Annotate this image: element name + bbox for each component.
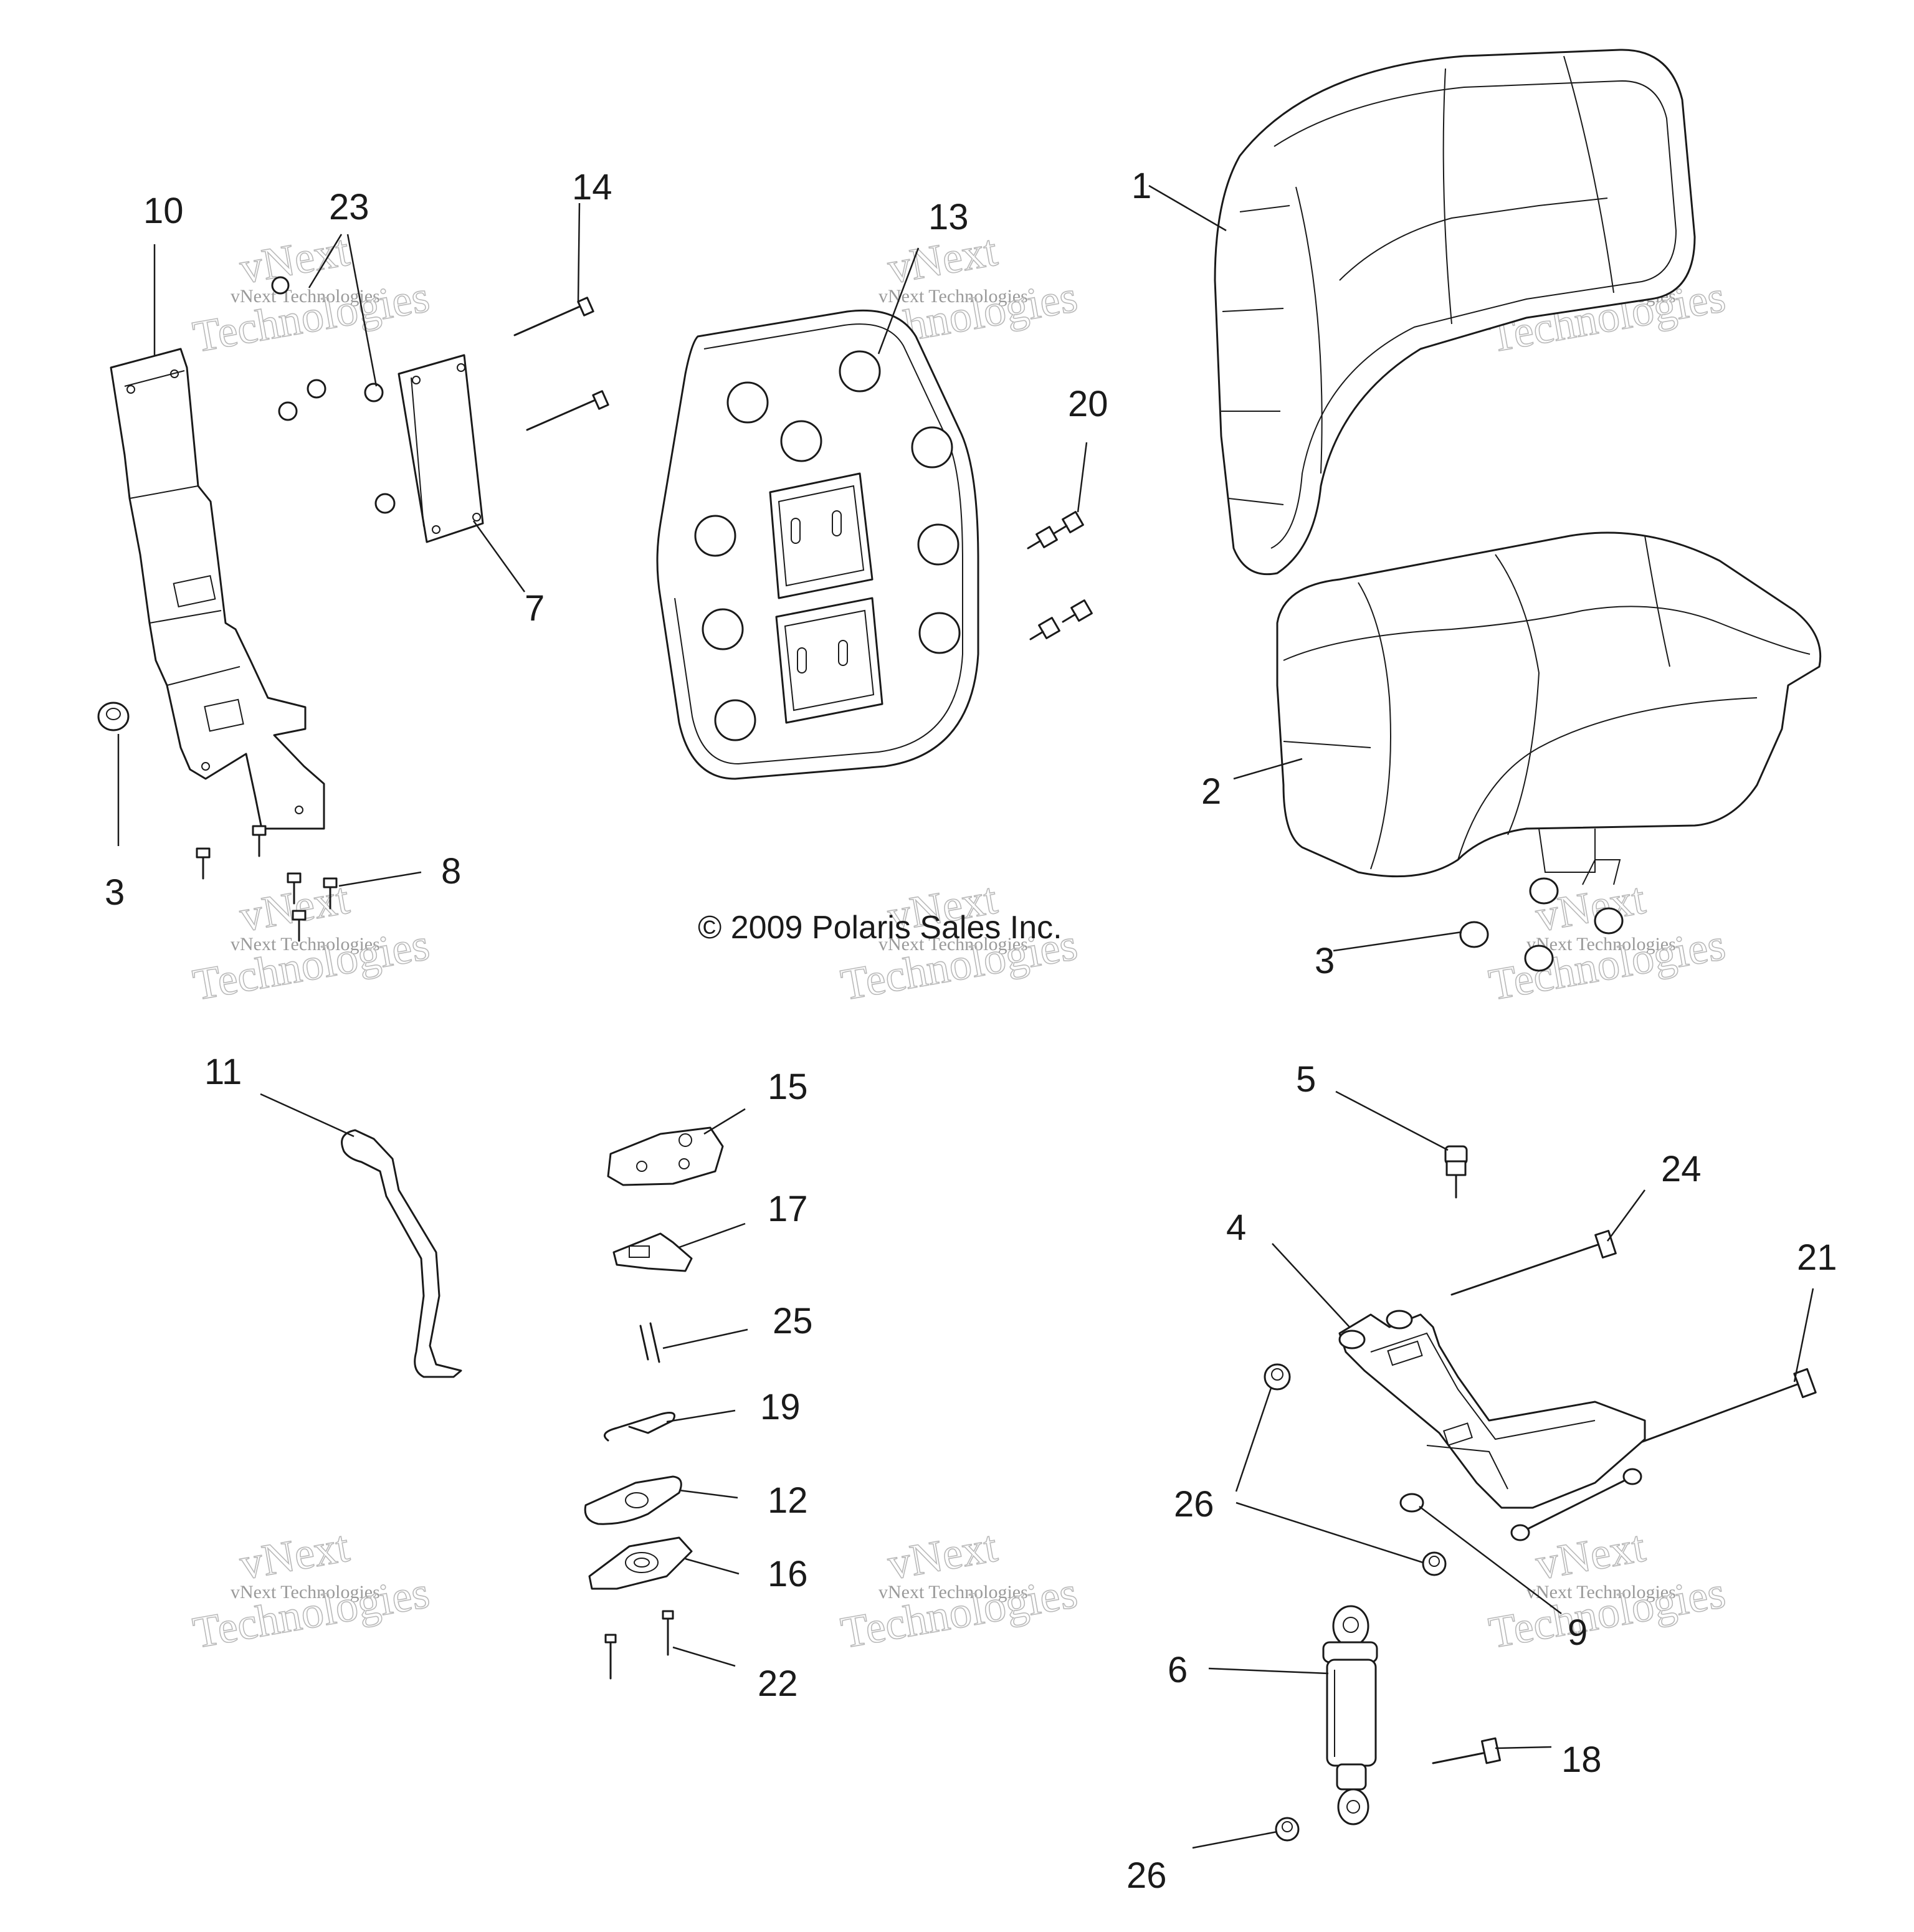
callout-8: 8 bbox=[441, 851, 461, 892]
watermark-line2: vNext Technologies bbox=[1526, 934, 1676, 954]
watermark-line2: vNext Technologies bbox=[878, 1582, 1028, 1602]
watermark-line3: Technologies bbox=[1485, 1567, 1729, 1657]
callout-14: 14 bbox=[572, 167, 612, 207]
nut-icon bbox=[271, 276, 290, 295]
part-3-grommets bbox=[97, 702, 1624, 972]
callout-20: 20 bbox=[1068, 384, 1108, 424]
part-1-seat-back bbox=[1214, 49, 1696, 576]
nut-icon bbox=[307, 379, 326, 399]
copyright-notice: © 2009 Polaris Sales Inc. bbox=[698, 910, 1062, 946]
callout-1: 1 bbox=[1131, 166, 1151, 206]
watermark-line3: Technologies bbox=[189, 1567, 433, 1657]
callout-3: 3 bbox=[1315, 941, 1335, 981]
callout-12: 12 bbox=[768, 1480, 808, 1521]
watermark: vNext vNext Technologies Technologies bbox=[837, 1521, 1082, 1658]
watermark: vNext vNext Technologies Technologies bbox=[1485, 873, 1730, 1011]
watermark-line1: vNext bbox=[884, 1521, 1001, 1589]
part-26-nuts bbox=[1264, 1363, 1447, 1842]
callout-22: 22 bbox=[758, 1663, 798, 1704]
part-6-shock bbox=[1322, 1605, 1378, 1825]
callout-9: 9 bbox=[1568, 1612, 1588, 1653]
callout-11: 11 bbox=[204, 1052, 242, 1092]
part-2-seat-cushion bbox=[1276, 531, 1822, 885]
part-11-strap bbox=[341, 1129, 462, 1378]
part-19-clip bbox=[603, 1412, 675, 1442]
callout-19: 19 bbox=[760, 1387, 801, 1427]
watermark: vNext vNext Technologies Technologies bbox=[189, 1521, 434, 1658]
callout-26: 26 bbox=[1126, 1855, 1167, 1896]
part-14-bolts bbox=[513, 297, 609, 431]
callout-15: 15 bbox=[768, 1067, 808, 1107]
callout-10: 10 bbox=[143, 191, 184, 231]
watermark-line3: Technologies bbox=[837, 1567, 1081, 1657]
watermark-line2: vNext Technologies bbox=[231, 934, 380, 954]
part-25-pins bbox=[639, 1322, 660, 1363]
leader-lines bbox=[117, 184, 1814, 1849]
watermark: vNext vNext Technologies Technologies bbox=[189, 225, 434, 363]
callout-26: 26 bbox=[1174, 1484, 1214, 1525]
watermark-line2: vNext Technologies bbox=[231, 286, 380, 307]
callout-24: 24 bbox=[1661, 1149, 1702, 1189]
callout-4: 4 bbox=[1226, 1207, 1246, 1248]
callout-6: 6 bbox=[1168, 1650, 1188, 1690]
callout-25: 25 bbox=[773, 1301, 813, 1341]
part-13-seat-pan bbox=[656, 309, 979, 780]
callout-5: 5 bbox=[1296, 1059, 1316, 1100]
callout-2: 2 bbox=[1201, 771, 1221, 812]
part-9-nut bbox=[1399, 1493, 1424, 1513]
callout-7: 7 bbox=[525, 588, 545, 629]
watermark-line2: vNext Technologies bbox=[1526, 1582, 1676, 1602]
callouts: 1 2 3 3 4 5 6 7 8 9 10 11 12 13 14 15 16… bbox=[105, 166, 1837, 1896]
watermark-line2: vNext Technologies bbox=[878, 934, 1028, 954]
part-10-seat-bracket bbox=[110, 348, 325, 830]
nut-icon bbox=[364, 383, 384, 402]
part-23-nuts bbox=[271, 276, 396, 514]
part-20-screws bbox=[1027, 511, 1093, 640]
part-12-plate bbox=[584, 1475, 682, 1525]
watermark-line1: vNext bbox=[236, 225, 353, 293]
part-8-screws bbox=[196, 825, 338, 942]
callout-17: 17 bbox=[768, 1189, 808, 1229]
part-18-bolt bbox=[1432, 1737, 1502, 1764]
nut-icon bbox=[278, 401, 298, 421]
part-5-bolt bbox=[1444, 1145, 1468, 1199]
callout-13: 13 bbox=[928, 197, 969, 237]
callout-18: 18 bbox=[1561, 1739, 1602, 1780]
callout-21: 21 bbox=[1797, 1237, 1837, 1278]
part-16-striker bbox=[588, 1536, 693, 1590]
watermark-line1: vNext bbox=[1532, 1521, 1649, 1589]
part-7-mount-plate bbox=[398, 354, 484, 543]
watermark-line3: Technologies bbox=[189, 919, 433, 1009]
part-4-swing-arm bbox=[1338, 1310, 1646, 1541]
watermark: vNext vNext Technologies Technologies bbox=[1485, 1521, 1730, 1658]
part-21-bolt bbox=[1631, 1368, 1817, 1447]
part-15-latch-block bbox=[607, 1126, 724, 1186]
callout-16: 16 bbox=[768, 1554, 808, 1594]
watermark-line2: vNext Technologies bbox=[231, 1582, 380, 1602]
part-24-bolt bbox=[1450, 1230, 1617, 1296]
callout-3: 3 bbox=[105, 872, 125, 913]
watermark-line1: vNext bbox=[236, 1521, 353, 1589]
callout-23: 23 bbox=[329, 187, 369, 227]
nut-icon bbox=[374, 493, 396, 514]
part-22-screws bbox=[604, 1610, 674, 1680]
part-17-latch bbox=[612, 1232, 693, 1272]
watermark: vNext vNext Technologies Technologies bbox=[189, 873, 434, 1011]
